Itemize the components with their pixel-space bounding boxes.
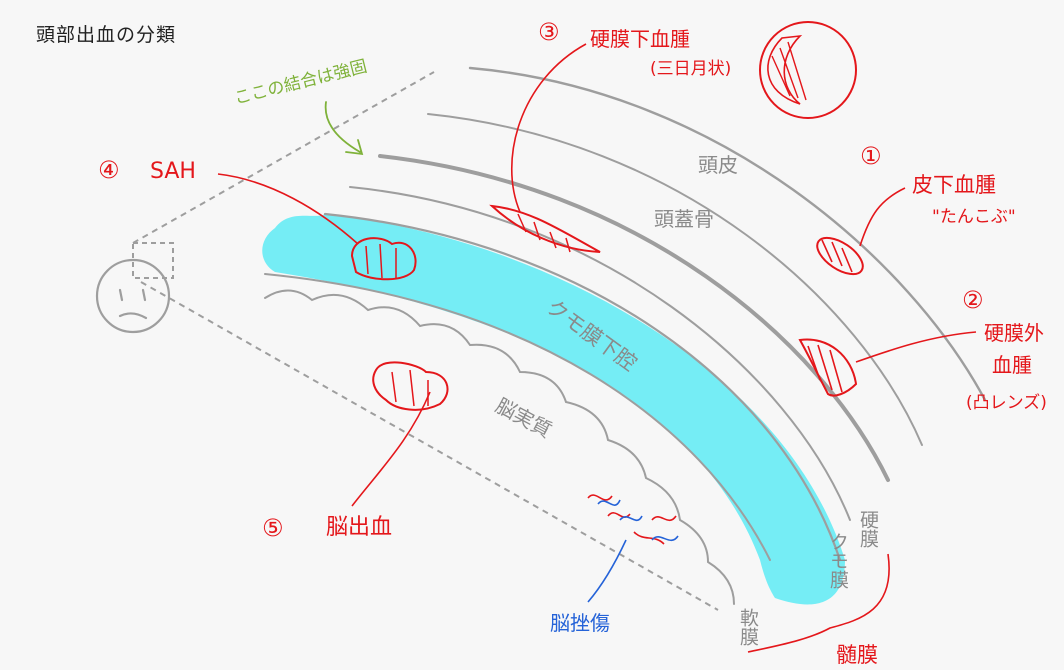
epidural-hematoma-shape bbox=[798, 338, 858, 397]
subdural-leader bbox=[510, 43, 587, 213]
crescent-sketch-circle bbox=[759, 21, 857, 119]
crescent-sketch-fill bbox=[767, 34, 803, 105]
adhesion-arrow bbox=[324, 101, 364, 156]
contusion-blue-squiggles bbox=[597, 499, 679, 542]
subdural-hematoma-shape bbox=[489, 204, 601, 253]
contusion-label: 脳挫傷 bbox=[550, 611, 610, 635]
label-parenchyma: 脳実質 bbox=[492, 393, 556, 442]
ich-label: 脳出血 bbox=[326, 515, 392, 540]
ich-hatching bbox=[391, 369, 429, 407]
zoom-box bbox=[132, 242, 174, 279]
number-2: ② bbox=[962, 286, 984, 314]
scalp-outer-line bbox=[468, 66, 987, 402]
pia-wavy-line bbox=[264, 289, 735, 605]
subcutaneous-leader bbox=[859, 187, 906, 247]
subcutaneous-label: 皮下血腫 bbox=[912, 173, 996, 197]
dura-line bbox=[323, 212, 842, 562]
epidural-leader bbox=[855, 331, 977, 363]
ich-blood-shape bbox=[372, 361, 449, 411]
epidural-hatching bbox=[807, 344, 843, 393]
face-icon bbox=[95, 258, 171, 334]
subdural-sublabel: (三日月状) bbox=[650, 59, 731, 79]
subdural-label: 硬膜下血腫 bbox=[590, 27, 690, 51]
contusion-squiggles bbox=[587, 494, 677, 545]
label-scalp: 頭皮 bbox=[698, 153, 738, 177]
arachnoid-line bbox=[264, 273, 771, 561]
label-arachnoid: クモ膜 bbox=[827, 532, 849, 589]
label-skull: 頭蓋骨 bbox=[654, 207, 714, 231]
sah-hatching bbox=[365, 243, 397, 279]
skull-inner-line bbox=[349, 186, 851, 521]
sah-blood-shape bbox=[350, 237, 417, 281]
subarachnoid-space-band bbox=[262, 214, 845, 605]
meninges-bracket bbox=[747, 553, 890, 653]
crescent-sketch-hatching bbox=[771, 41, 807, 101]
meninges-label: 髄膜 bbox=[836, 643, 878, 667]
number-3: ③ bbox=[538, 18, 560, 46]
label-dura: 硬膜 bbox=[857, 510, 879, 548]
epidural-label-2: 血腫 bbox=[992, 353, 1032, 377]
epidural-label-1: 硬膜外 bbox=[984, 321, 1044, 345]
sah-label: SAH bbox=[150, 159, 196, 184]
sah-leader bbox=[217, 173, 359, 245]
number-4: ④ bbox=[98, 156, 120, 184]
zoom-line-bottom bbox=[140, 281, 719, 611]
subdural-hatching bbox=[517, 213, 571, 253]
subcutaneous-sublabel: "たんこぶ" bbox=[932, 207, 1016, 227]
scalp-inner-line bbox=[427, 113, 923, 446]
page-title: 頭部出血の分類 bbox=[36, 24, 177, 46]
subcutaneous-hematoma-shape bbox=[816, 236, 864, 276]
adhesion-note: ここの結合は強固 bbox=[232, 57, 369, 109]
contusion-leader bbox=[587, 539, 627, 603]
ich-leader bbox=[351, 391, 431, 507]
label-pia: 軟膜 bbox=[737, 608, 759, 646]
subcutaneous-hatching bbox=[821, 239, 853, 273]
epidural-label-3: (凸レンズ) bbox=[966, 393, 1047, 413]
skull-outer-line bbox=[378, 154, 890, 482]
number-1: ① bbox=[860, 142, 882, 170]
number-5: ⑤ bbox=[262, 514, 284, 542]
zoom-line-top bbox=[132, 71, 435, 244]
